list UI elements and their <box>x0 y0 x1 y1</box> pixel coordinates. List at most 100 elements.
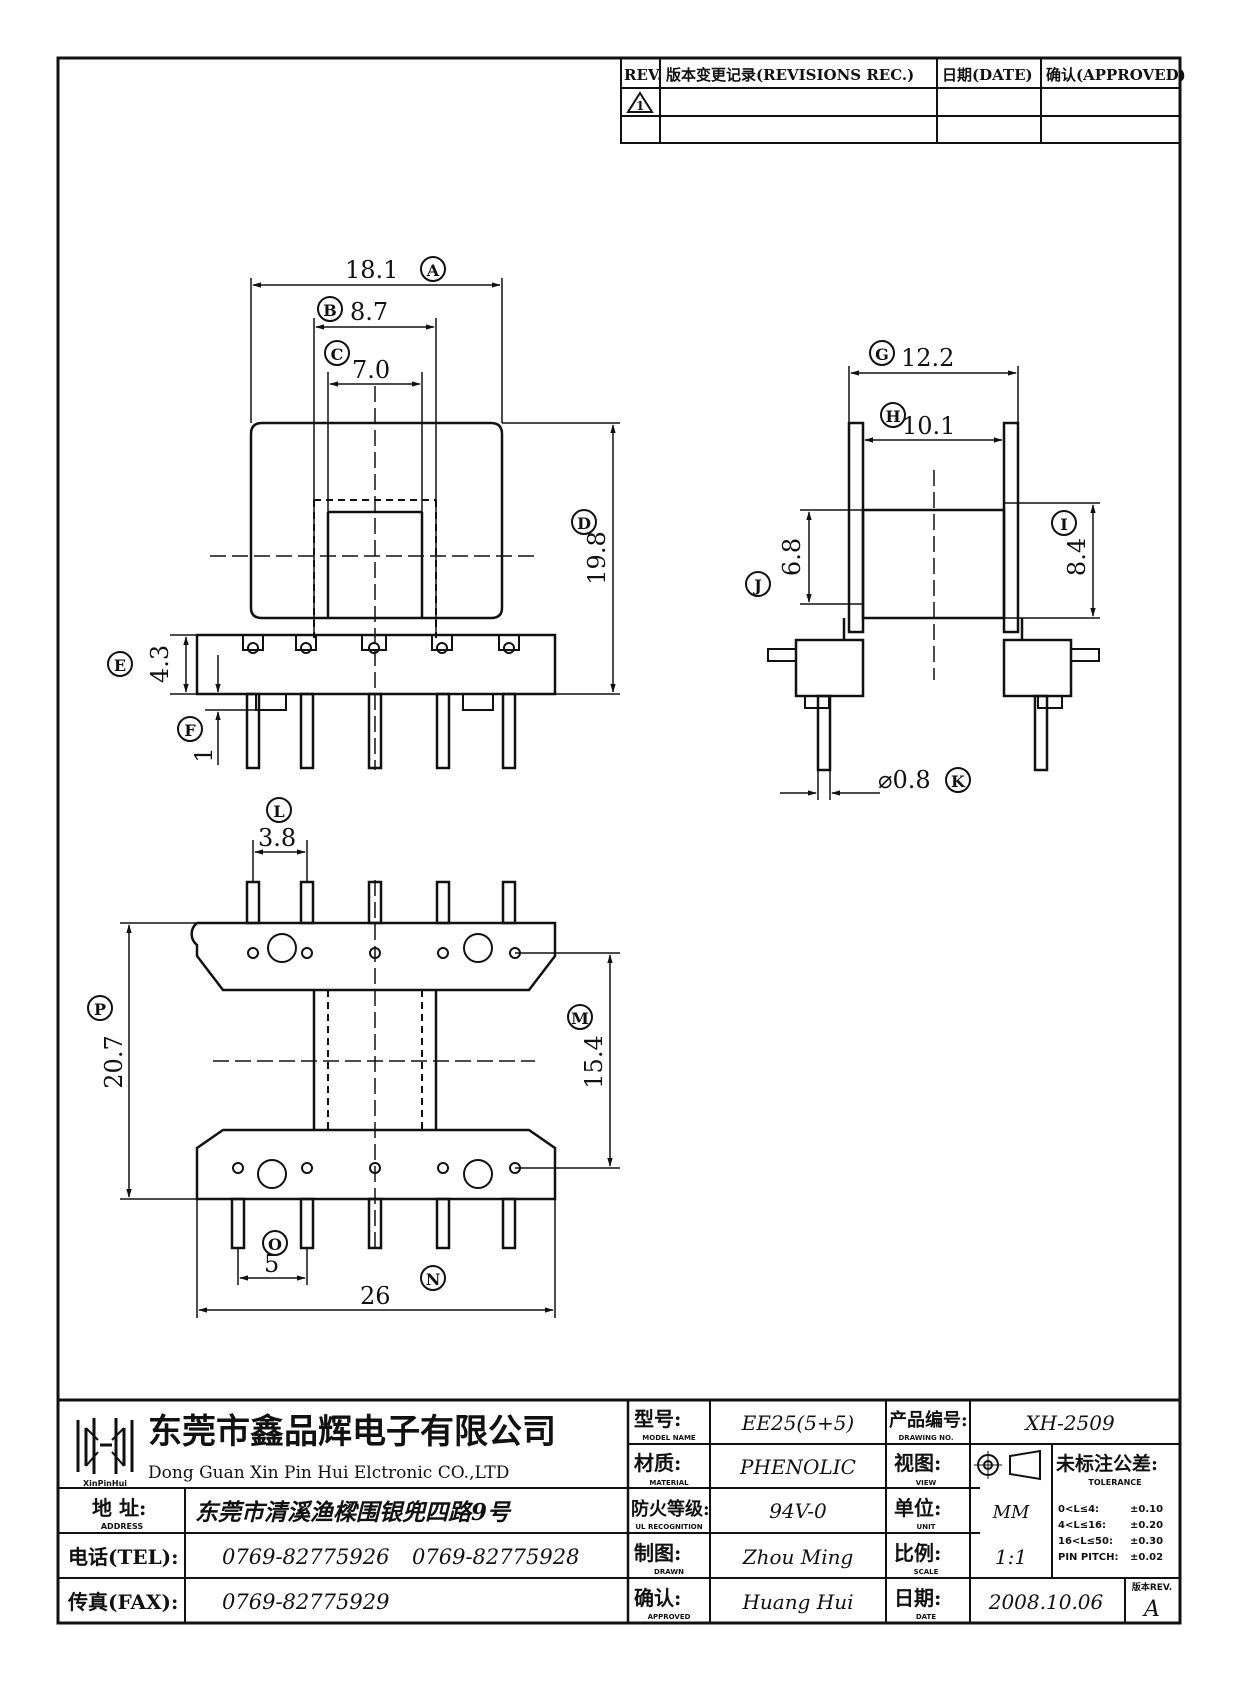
dim-H-value: 10.1 <box>902 412 955 440</box>
model-sublabel: MODEL NAME <box>642 1434 696 1442</box>
scale-value: 1:1 <box>995 1545 1027 1569</box>
tolerance-table: 0<L≤4: ±0.10 4<L≤16: ±0.20 16<L≤50: ±0.3… <box>1058 1504 1163 1563</box>
approved-label: 确认: <box>634 1586 681 1610</box>
material-value: PHENOLIC <box>739 1455 856 1479</box>
fire-rating-label: 防火等级: <box>631 1498 710 1520</box>
dim-F: F 1 <box>177 716 218 763</box>
company-name-cn: 东莞市鑫品辉电子有限公司 <box>148 1412 556 1452</box>
tel-value-1: 0769-82775926 <box>222 1545 389 1569</box>
dim-E-value: 4.3 <box>146 645 174 683</box>
dim-G: G 12.2 <box>869 340 954 372</box>
fire-rating-value: 94V-0 <box>769 1499 827 1523</box>
drawing-no-sublabel: DRAWING NO. <box>899 1434 954 1442</box>
dim-M-letter: M <box>571 1009 589 1028</box>
view-label: 视图: <box>894 1451 941 1475</box>
bottom-view-dimensions <box>120 840 620 1318</box>
dim-D-letter: D <box>577 514 591 533</box>
side-view <box>767 421 1100 772</box>
dim-L: L 3.8 <box>258 797 296 852</box>
projection-symbol-icon <box>974 1449 1041 1481</box>
dim-O-letter: O <box>268 1235 282 1254</box>
dim-A: 18.1 A <box>345 256 446 284</box>
approved-column-header: 确认(APPROVED) <box>1046 66 1186 84</box>
dim-L-value: 3.8 <box>258 824 296 852</box>
dim-I-value: 8.4 <box>1063 538 1091 576</box>
revisions-column-header: 版本变更记录(REVISIONS REC.) <box>666 66 914 84</box>
dim-P-value: 20.7 <box>100 1035 128 1088</box>
side-view-dimensions <box>780 366 1100 800</box>
dim-G-letter: G <box>875 345 889 364</box>
date-sublabel: DATE <box>916 1613 936 1621</box>
dim-C-letter: C <box>331 345 344 364</box>
dim-N-letter: N <box>426 1270 441 1289</box>
tolerance-value-4: ±0.02 <box>1130 1552 1163 1563</box>
material-label: 材质: <box>634 1451 681 1475</box>
unit-value: MM <box>992 1502 1030 1523</box>
tel-value-2: 0769-82775928 <box>412 1545 579 1569</box>
dim-J: J 6.8 <box>745 538 806 597</box>
dim-E-letter: E <box>114 656 126 675</box>
dim-A-value: 18.1 <box>345 256 398 284</box>
drawing-no-label: 产品编号: <box>889 1409 968 1431</box>
dim-A-letter: A <box>426 261 440 280</box>
dim-M-value: 15.4 <box>580 1035 608 1088</box>
address-sublabel: ADDRESS <box>101 1522 144 1531</box>
unit-label: 单位: <box>894 1496 941 1520</box>
fax-value: 0769-82775929 <box>222 1590 389 1614</box>
dim-K: ⌀0.8 K <box>878 766 971 794</box>
dim-B-value: 8.7 <box>350 298 388 326</box>
date-label: 日期: <box>894 1586 941 1610</box>
dim-O: O 5 <box>262 1230 288 1278</box>
model-label: 型号: <box>634 1407 681 1431</box>
svg-text:1: 1 <box>636 99 644 113</box>
dim-H-letter: H <box>885 407 900 426</box>
dim-L-letter: L <box>273 802 284 821</box>
tolerance-range-4: PIN PITCH: <box>1058 1552 1118 1563</box>
dim-H: H 10.1 <box>880 402 955 440</box>
tolerance-sublabel: TOLERANCE <box>1088 1478 1141 1487</box>
tel-label: 电话(TEL): <box>68 1545 179 1569</box>
date-column-header: 日期(DATE) <box>942 66 1033 84</box>
unit-sublabel: UNIT <box>917 1523 936 1531</box>
dim-K-value: ⌀0.8 <box>878 766 931 794</box>
company-logo <box>76 1418 134 1474</box>
revision-table <box>620 57 1181 144</box>
drawn-value: Zhou Ming <box>742 1545 854 1569</box>
dim-M: M 15.4 <box>567 1004 608 1089</box>
model-value: EE25(5+5) <box>741 1411 854 1435</box>
dim-E: E 4.3 <box>107 645 174 683</box>
logo-caption: XinPinHui <box>83 1479 127 1488</box>
fire-rating-sublabel: UL RECOGNITION <box>635 1523 702 1531</box>
drawn-label: 制图: <box>634 1541 681 1565</box>
tolerance-range-2: 4<L≤16: <box>1058 1520 1106 1531</box>
tolerance-label: 未标注公差: <box>1055 1452 1158 1475</box>
dim-N-value: 26 <box>360 1282 391 1310</box>
approved-sublabel: APPROVED <box>648 1613 691 1621</box>
tolerance-value-1: ±0.10 <box>1130 1504 1163 1515</box>
rev-value: A <box>1142 1597 1160 1622</box>
dim-I: I 8.4 <box>1051 510 1091 576</box>
company-name-en: Dong Guan Xin Pin Hui Elctronic CO.,LTD <box>148 1463 509 1483</box>
front-view-dimensions <box>170 278 620 765</box>
dim-K-letter: K <box>951 772 966 791</box>
dim-F-letter: F <box>184 721 196 740</box>
dim-N: 26 N <box>360 1265 446 1310</box>
dim-D: 19.8 D <box>571 509 611 585</box>
tolerance-range-1: 0<L≤4: <box>1058 1504 1099 1515</box>
revision-triangle-icon: 1 <box>626 91 654 113</box>
dim-P-letter: P <box>94 1000 106 1019</box>
dim-P: P 20.7 <box>87 995 128 1089</box>
drawn-sublabel: DRAWN <box>654 1568 684 1576</box>
title-block <box>56 1398 1182 1625</box>
front-view <box>195 386 557 770</box>
dim-F-value: 1 <box>190 747 218 762</box>
scale-label: 比例: <box>894 1541 941 1565</box>
material-sublabel: MATERIAL <box>649 1479 689 1487</box>
date-value: 2008.10.06 <box>988 1590 1104 1614</box>
dim-I-letter: I <box>1060 515 1067 534</box>
dim-J-letter: J <box>752 576 762 595</box>
dim-J-value: 6.8 <box>778 538 806 576</box>
tolerance-value-2: ±0.20 <box>1130 1520 1163 1531</box>
dim-O-value: 5 <box>264 1250 279 1278</box>
